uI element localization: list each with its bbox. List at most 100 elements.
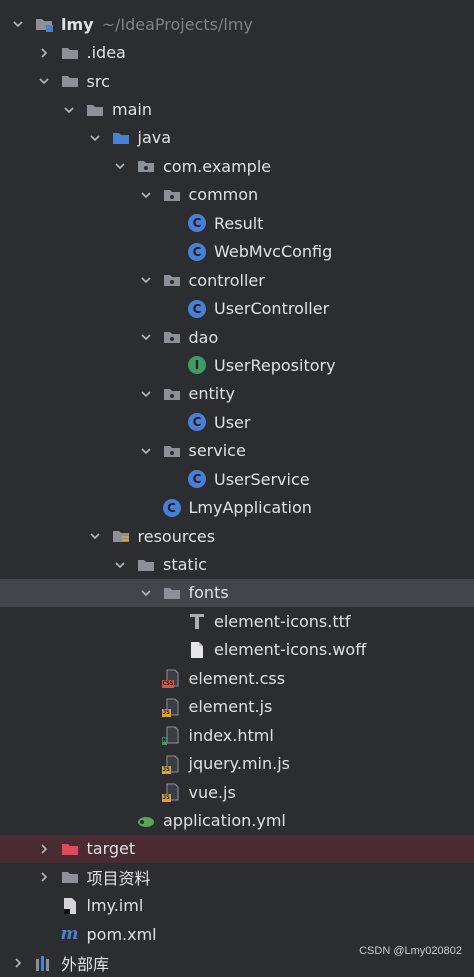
module-folder-icon xyxy=(34,14,54,34)
tree-row-target[interactable]: target xyxy=(0,834,474,864)
tree-row-webmvcconfig[interactable]: C WebMvcConfig xyxy=(0,238,474,266)
tree-row-label: controller xyxy=(188,270,265,290)
maven-icon: m xyxy=(60,924,80,944)
tree-row-label: resources xyxy=(137,526,216,546)
tree-row-vue[interactable]: JS vue.js xyxy=(0,778,474,806)
package-icon xyxy=(162,185,182,205)
chevron-down-icon[interactable] xyxy=(136,384,156,404)
tree-row-fonts[interactable]: fonts xyxy=(0,578,474,608)
tree-row-label: Result xyxy=(214,213,264,233)
tree-row-label: index.html xyxy=(188,725,274,745)
icon-badge-text: C xyxy=(188,413,206,432)
chevron-right-icon[interactable] xyxy=(8,953,28,973)
tree-row-java[interactable]: java xyxy=(0,124,474,152)
tree-row-label: .idea xyxy=(86,43,126,63)
file-type-badge: JS xyxy=(161,794,171,803)
chevron-down-icon[interactable] xyxy=(136,441,156,461)
font-file-icon xyxy=(187,611,207,631)
tree-row-label: lmy.iml xyxy=(86,896,144,916)
chevron-down-icon[interactable] xyxy=(59,100,79,120)
tree-row-common[interactable]: common xyxy=(0,181,474,209)
tree-row-label: element-icons.ttf xyxy=(214,611,351,631)
chevron-down-icon[interactable] xyxy=(136,327,156,347)
chevron-down-icon[interactable] xyxy=(8,14,28,34)
tree-row-entity[interactable]: entity xyxy=(0,380,474,408)
tree-row-dao[interactable]: dao xyxy=(0,323,474,351)
folder-icon xyxy=(162,583,182,603)
tree-row-com-example[interactable]: com.example xyxy=(0,152,474,180)
chevron-down-icon[interactable] xyxy=(85,526,105,546)
folder-icon xyxy=(136,555,156,575)
tree-row-src[interactable]: src xyxy=(0,67,474,95)
chevron-down-icon[interactable] xyxy=(136,185,156,205)
tree-row-label: UserRepository xyxy=(214,355,336,375)
chevron-down-icon[interactable] xyxy=(136,583,156,603)
package-icon xyxy=(162,441,182,461)
tree-row-label: dao xyxy=(188,327,219,347)
spring-config-icon xyxy=(136,810,156,830)
tree-row-label: element-icons.woff xyxy=(214,640,367,660)
tree-row-service[interactable]: service xyxy=(0,437,474,465)
folder-icon xyxy=(85,100,105,120)
tree-row-xiangmu[interactable]: 项目资料 xyxy=(0,863,474,891)
tree-row-resources[interactable]: resources xyxy=(0,522,474,550)
chevron-down-icon[interactable] xyxy=(34,71,54,91)
tree-row-label: fonts xyxy=(188,583,229,603)
tree-row-idea[interactable]: .idea xyxy=(0,38,474,66)
excluded-folder-icon xyxy=(60,839,80,859)
tree-row-main[interactable]: main xyxy=(0,95,474,123)
tree-row-controller[interactable]: controller xyxy=(0,266,474,294)
chevron-right-icon[interactable] xyxy=(34,43,54,63)
tree-row-lmy[interactable]: lmy~/IdeaProjects/lmy xyxy=(0,10,474,38)
tree-row-label: UserService xyxy=(214,469,310,489)
tree-row-label: WebMvcConfig xyxy=(214,242,333,262)
chevron-down-icon[interactable] xyxy=(85,128,105,148)
tree-row-userservice[interactable]: C UserService xyxy=(0,465,474,493)
css-file-icon: CSS xyxy=(161,668,182,689)
tree-row-label: vue.js xyxy=(188,782,236,802)
tree-row-ttf[interactable]: element-icons.ttf xyxy=(0,607,474,635)
file-type-badge: JS xyxy=(161,765,171,774)
js-file-icon: JS xyxy=(161,697,182,717)
js-file-icon: JS xyxy=(161,754,182,774)
chevron-down-icon[interactable] xyxy=(110,555,130,575)
tree-row-label: jquery.min.js xyxy=(188,754,290,774)
tree-row-lmyiml[interactable]: lmy.iml xyxy=(0,892,474,920)
tree-row-label: lmy xyxy=(61,14,94,34)
class-icon: C xyxy=(187,242,207,262)
file-type-badge: JS xyxy=(161,708,171,717)
chevron-right-icon[interactable] xyxy=(34,839,54,859)
chevron-down-icon[interactable] xyxy=(136,270,156,290)
tree-row-label: static xyxy=(163,555,207,575)
html-file-icon: H xyxy=(161,725,182,746)
tree-row-user[interactable]: C User xyxy=(0,408,474,436)
tree-row-jquery[interactable]: JS jquery.min.js xyxy=(0,749,474,777)
icon-badge-text: C xyxy=(188,214,206,233)
icon-badge-text: C xyxy=(188,242,206,261)
watermark: CSDN @Lmy020802 xyxy=(359,945,462,957)
tree-row-label: User xyxy=(214,412,251,432)
tree-row-woff[interactable]: element-icons.woff xyxy=(0,636,474,664)
class-icon: C xyxy=(187,213,207,233)
folder-icon xyxy=(60,867,80,887)
tree-row-label: entity xyxy=(188,384,235,404)
chevron-right-icon[interactable] xyxy=(34,867,54,887)
icon-badge-text: m xyxy=(60,924,79,945)
tree-row-appyml[interactable]: application.yml xyxy=(0,806,474,834)
tree-row-label: 外部库 xyxy=(61,954,110,974)
icon-badge-text: C xyxy=(188,470,206,489)
chevron-down-icon[interactable] xyxy=(110,156,130,176)
tree-row-label: src xyxy=(86,71,110,91)
tree-row-result[interactable]: C Result xyxy=(0,209,474,237)
tree-row-static[interactable]: static xyxy=(0,550,474,578)
class-icon: C xyxy=(187,412,207,432)
class-icon: C xyxy=(187,299,207,319)
